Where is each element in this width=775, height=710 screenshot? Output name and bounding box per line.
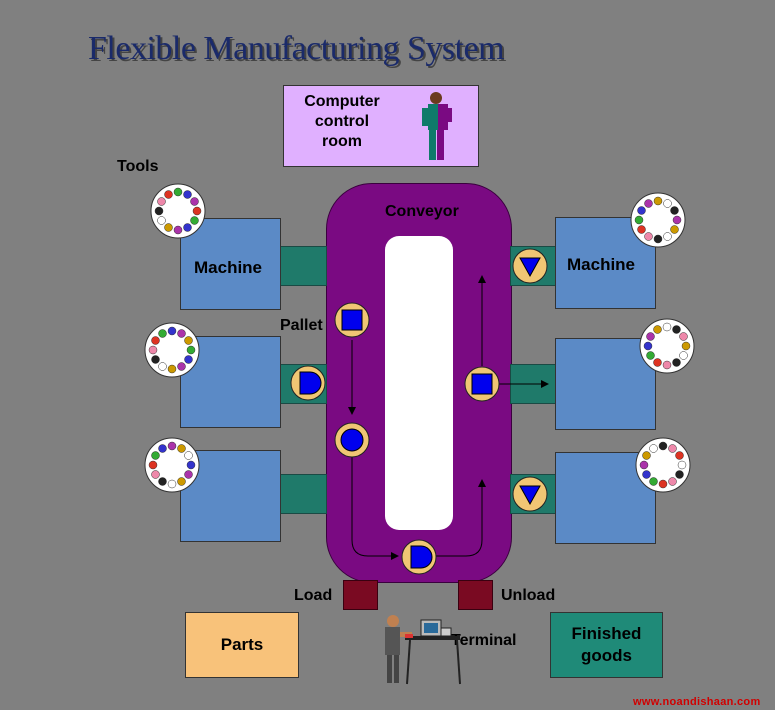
pallet-label: Pallet [280, 317, 323, 334]
terminal-operator-icon [385, 615, 461, 685]
unload-label: Unload [501, 587, 556, 604]
load-label: Load [294, 587, 333, 604]
tool-wheel-icon [639, 318, 695, 374]
pallet-icon [512, 248, 548, 284]
tool-wheel-icon [144, 437, 200, 493]
conveyor-center [385, 236, 453, 530]
pallet-icon [401, 539, 437, 575]
parts-label: Parts [220, 635, 264, 654]
finished-goods-label: Finished goods [571, 624, 642, 665]
pallet-icon [512, 476, 548, 512]
parts-box: Parts [185, 612, 299, 678]
unload-station [458, 580, 493, 610]
tool-wheel-icon [150, 183, 206, 239]
pallet-icon [334, 302, 370, 338]
pallet-icon [334, 422, 370, 458]
person-icon [422, 92, 452, 160]
machine-left-1-label: Machine [194, 258, 263, 277]
diagram-title: Flexible Manufacturing System [88, 30, 505, 67]
pallet-icon [290, 365, 326, 401]
machine-right-1-label: Machine [567, 255, 636, 274]
conveyor-label: Conveyor [385, 203, 459, 220]
link-left-1 [280, 246, 327, 286]
control-room-label: Computer control room [304, 93, 380, 150]
control-room-box: Computer control room [283, 85, 479, 167]
pallet-icon [464, 366, 500, 402]
terminal-label: Terminal [451, 632, 517, 649]
tools-label: Tools [117, 158, 159, 175]
tool-wheel-icon [635, 437, 691, 493]
tool-wheel-icon [144, 322, 200, 378]
machine-left-1: Machine [180, 218, 281, 310]
load-station [343, 580, 378, 610]
machine-right-2 [555, 338, 656, 430]
tool-wheel-icon [630, 192, 686, 248]
finished-goods-box: Finished goods [550, 612, 663, 678]
watermark: www.noandishaan.com [633, 696, 761, 708]
